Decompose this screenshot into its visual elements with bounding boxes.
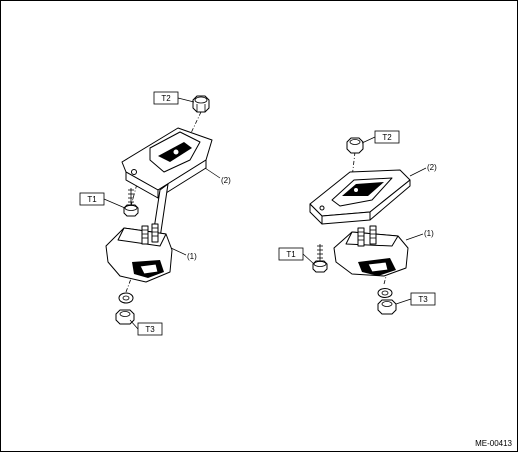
figure-code: ME-00413: [475, 439, 512, 448]
t3-label-left: T3: [145, 325, 155, 334]
t2-label-left: T2: [161, 94, 171, 103]
part-label-2-right: (2): [427, 163, 437, 172]
engine-mount-right: [333, 225, 409, 277]
t2-nut-left: [192, 95, 210, 113]
washer-left: [118, 292, 134, 304]
t1-label-left: T1: [87, 195, 97, 204]
t2-nut-right: [346, 137, 364, 154]
right-assembly: [309, 137, 411, 315]
washer-right: [377, 288, 393, 298]
bracket-right: [309, 169, 411, 225]
t3-nut-left: [115, 309, 135, 325]
part-label-1-right: (1): [424, 229, 434, 238]
part-label-2-left: (2): [221, 176, 231, 185]
mount-studs-left: [141, 223, 159, 245]
left-assembly: [105, 95, 213, 325]
mount-studs-right: [357, 225, 377, 247]
engine-mount-left: [105, 223, 173, 283]
t1-label-right: T1: [286, 250, 296, 259]
t1-bolt-left: [123, 188, 139, 217]
part-label-1-left: (1): [187, 252, 197, 261]
t2-label-right: T2: [382, 133, 392, 142]
t3-nut-right: [377, 299, 397, 315]
t1-bolt-right: [312, 244, 328, 273]
t3-label-right: T3: [418, 295, 428, 304]
bracket-left: [121, 127, 213, 243]
